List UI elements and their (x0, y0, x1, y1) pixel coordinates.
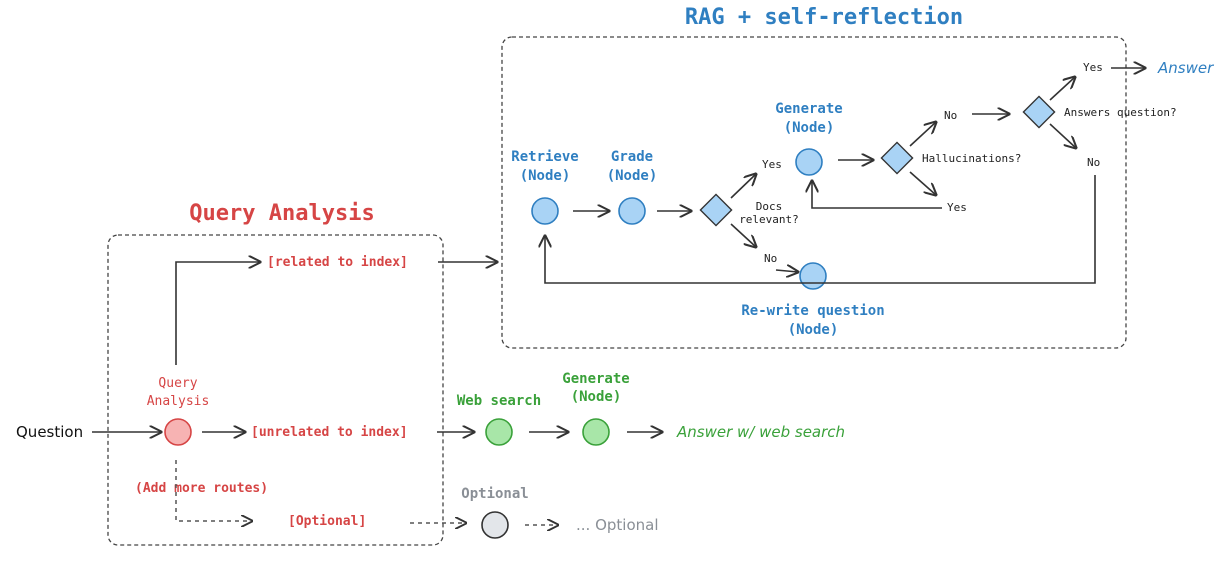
edge-answers-yes (1049, 77, 1075, 101)
rewrite-label-line2: (Node) (788, 322, 839, 338)
rag-title: RAG + self-reflection (685, 5, 963, 30)
docs-relevant-label-line2: relevant? (739, 213, 799, 226)
answers-question-decision[interactable] (1022, 95, 1056, 129)
edge-yes-back-to-generate (812, 181, 942, 209)
docs-no-label: No (764, 252, 777, 265)
route-related: [related to index] (267, 255, 408, 270)
edge-qa-related (175, 262, 260, 365)
docs-yes-label: Yes (762, 158, 782, 171)
edge-docs-no (730, 223, 756, 247)
question-label: Question (16, 423, 83, 441)
generate-rag-label-line2: (Node) (784, 120, 835, 136)
route-unrelated: [unrelated to index] (251, 425, 408, 440)
grade-node[interactable] (618, 197, 646, 225)
generate-web-node[interactable] (582, 418, 610, 446)
rewrite-label-line1: Re-write question (741, 303, 884, 319)
hallucinations-decision[interactable] (880, 141, 914, 175)
edge-hallucinations-no (909, 122, 936, 147)
hallucinations-no-label: No (944, 109, 957, 122)
query-analysis-group-box (107, 234, 444, 546)
generate-web-label-line2: (Node) (571, 389, 622, 405)
optional-node[interactable] (481, 511, 509, 539)
hallucinations-yes-label: Yes (947, 201, 967, 214)
answer-web-output: Answer w/ web search (676, 423, 845, 441)
answer-output: Answer (1157, 59, 1214, 77)
query-analysis-node-label-line1: Query (158, 376, 197, 391)
web-search-node[interactable] (485, 418, 513, 446)
edge-no-to-rewrite-loop (545, 175, 1096, 284)
web-search-label: Web search (457, 393, 541, 409)
route-add-more: (Add more routes) (135, 481, 268, 496)
edge-docs-no-to-rewrite (775, 270, 798, 272)
edge-answers-no (1049, 123, 1076, 148)
answers-no-label: No (1087, 156, 1100, 169)
generate-rag-label-line1: Generate (775, 101, 842, 117)
rewrite-node[interactable] (799, 262, 827, 290)
hallucinations-label: Hallucinations? (922, 152, 1021, 165)
edge-docs-yes (730, 174, 756, 199)
optional-output: ... Optional (576, 516, 659, 534)
rag-group-box (501, 36, 1127, 349)
grade-label-line2: (Node) (607, 168, 658, 184)
docs-relevant-label-line1: Docs (756, 200, 783, 213)
generate-web-label-line1: Generate (562, 371, 629, 387)
edge-hallucinations-yes (909, 171, 936, 195)
answers-question-label: Answers question? (1064, 106, 1177, 119)
generate-rag-node[interactable] (795, 148, 823, 176)
grade-label-line1: Grade (611, 149, 653, 165)
query-analysis-title: Query Analysis (189, 201, 374, 226)
answers-yes-label: Yes (1083, 61, 1103, 74)
retrieve-label-line1: Retrieve (511, 149, 578, 165)
query-analysis-node-label-line2: Analysis (147, 394, 210, 409)
retrieve-label-line2: (Node) (520, 168, 571, 184)
retrieve-node[interactable] (531, 197, 559, 225)
optional-node-label: Optional (461, 486, 528, 502)
route-optional: [Optional] (288, 514, 366, 529)
docs-relevant-decision[interactable] (699, 193, 733, 227)
query-analysis-node[interactable] (164, 418, 192, 446)
